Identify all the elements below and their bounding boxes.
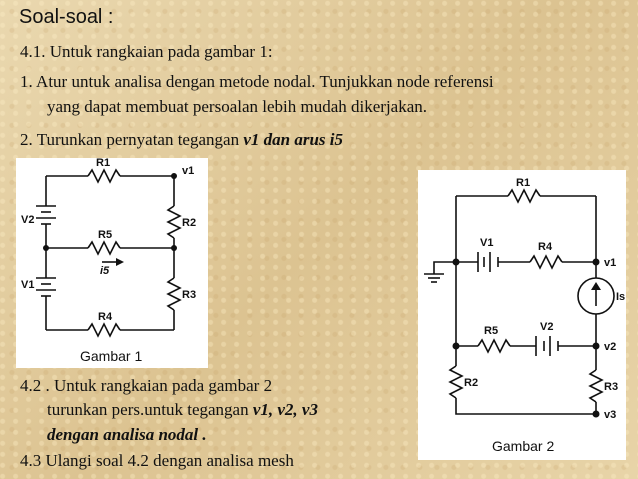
question-4-1: 4.1. Untuk rangkaian pada gambar 1: [20,42,273,61]
q42-line2-prefix: turunkan pers.untuk tegangan [47,400,253,419]
fig2-label-v1: v1 [604,257,616,269]
item-2-prefix: 2. Turunkan pernyatan tegangan [20,130,244,149]
q42-line2-emphasis: v1, v2, v3 [252,400,318,419]
fig2-label-V2: V2 [540,321,553,333]
fig2-label-v3: v3 [604,409,616,421]
question-4-2-line-2: turunkan pers.untuk tegangan v1, v2, v3 [47,400,318,420]
figure-2-caption: Gambar 2 [492,438,554,454]
fig2-label-R5: R5 [484,325,498,337]
fig1-label-i5: i5 [100,265,110,277]
fig2-label-Is: Is [616,291,625,303]
figure-1: R1 v1 R2 V2 R5 i5 V1 R3 R4 Gambar 1 [16,158,208,368]
fig1-label-R4: R4 [98,311,113,323]
fig1-label-v1: v1 [182,165,194,177]
circuit-diagram-2: R1 V1 R4 v1 Is V2 R5 v2 R2 R3 v3 Gambar … [424,177,625,454]
figure-1-caption: Gambar 1 [80,348,142,364]
fig1-label-V2: V2 [21,214,34,226]
fig1-label-R1: R1 [96,158,110,169]
fig1-label-R2: R2 [182,217,196,229]
item-1-line-2: yang dapat membuat persoalan lebih mudah… [47,97,428,116]
circuit-diagram-1: R1 v1 R2 V2 R5 i5 V1 R3 R4 Gambar 1 [21,158,196,364]
item-2-emphasis: v1 dan arus i5 [243,130,343,149]
fig2-label-v2: v2 [604,341,616,353]
question-4-3: 4.3 Ulangi soal 4.2 dengan analisa mesh [20,451,294,470]
fig2-label-R4: R4 [538,241,553,253]
fig1-label-V1: V1 [21,279,34,291]
item-1-line-1: 1. Atur untuk analisa dengan metode noda… [20,72,494,91]
fig1-label-R3: R3 [182,289,196,301]
question-4-2-line-1: 4.2 . Untuk rangkaian pada gambar 2 [20,376,273,395]
question-4-2-line-3: dengan analisa nodal . [47,425,207,444]
slide-title: Soal-soal : [19,6,114,28]
fig2-label-V1: V1 [480,237,493,249]
fig2-label-R1: R1 [516,177,530,189]
fig2-label-R2: R2 [464,377,478,389]
figure-2: R1 V1 R4 v1 Is V2 R5 v2 R2 R3 v3 Gambar … [418,170,626,460]
item-2: 2. Turunkan pernyatan tegangan v1 dan ar… [20,130,343,150]
fig1-label-R5: R5 [98,229,112,241]
fig2-label-R3: R3 [604,381,618,393]
